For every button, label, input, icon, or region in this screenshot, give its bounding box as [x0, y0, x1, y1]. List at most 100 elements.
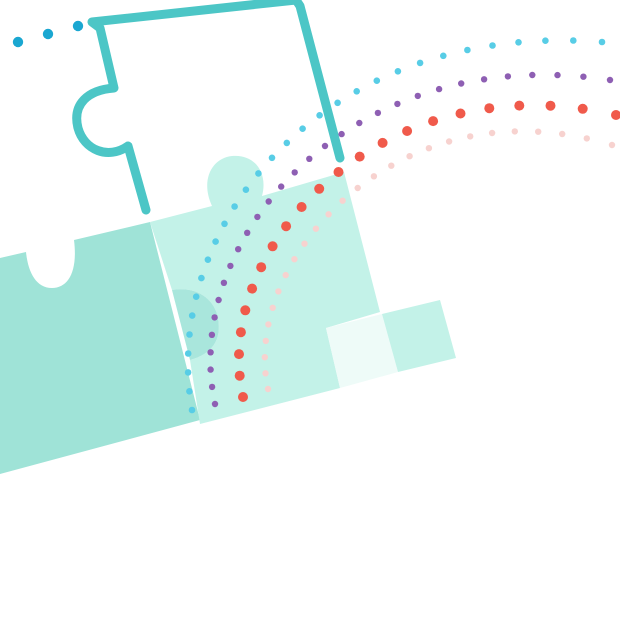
trail-dot-cyan — [570, 37, 577, 44]
trail-dot-red — [281, 221, 292, 232]
trail-dot-cyan — [221, 220, 228, 228]
trail-dot-pink — [282, 271, 289, 279]
trail-dot-blue — [72, 20, 84, 32]
trail-dot-red — [428, 116, 439, 127]
trail-dot-cyan — [373, 77, 381, 84]
trail-dot-purple — [291, 169, 298, 176]
trail-dot-purple — [321, 142, 329, 150]
trail-dot-cyan — [255, 170, 262, 177]
trail-dot-pink — [354, 184, 361, 192]
trail-dot-red — [484, 103, 495, 114]
trail-dot-red — [611, 110, 620, 120]
trail-dot-pink — [262, 370, 269, 377]
trail-dot-cyan — [198, 274, 205, 282]
puzzle-tab-shade — [172, 289, 219, 360]
trail-dot-pink — [264, 385, 272, 393]
trail-dot-pink — [488, 129, 496, 137]
trail-dot-cyan — [268, 154, 276, 162]
trail-dot-pink — [406, 153, 413, 160]
trail-dot-cyan — [212, 238, 219, 245]
trail-dot-cyan — [188, 312, 196, 319]
trail-dot-pink — [608, 141, 616, 149]
trail-dot-purple — [458, 80, 465, 87]
trail-dot-purple — [606, 76, 614, 84]
trail-dot-cyan — [204, 256, 212, 264]
trail-dot-red — [333, 167, 344, 177]
trail-dot-purple — [208, 331, 216, 338]
trail-dot-pink — [275, 288, 282, 295]
trail-dot-blue — [12, 36, 24, 48]
trail-dot-cyan — [440, 52, 447, 60]
trail-dot-purple — [278, 183, 285, 190]
trail-dot-red — [235, 327, 246, 338]
trail-dot-cyan — [242, 186, 250, 193]
trail-dot-cyan — [598, 38, 606, 46]
trail-dot-pink — [535, 128, 542, 135]
trail-dot-pink — [467, 133, 474, 140]
trail-dot-cyan — [186, 331, 193, 338]
trail-dot-cyan — [394, 68, 402, 75]
trail-dot-purple — [554, 71, 561, 79]
trail-dot-red — [577, 103, 588, 114]
trail-dot-pink — [388, 162, 395, 169]
trail-dot-red — [314, 183, 325, 194]
puzzle-piece-center-icon — [150, 155, 380, 424]
trail-dot-red — [514, 100, 525, 111]
trail-dot-cyan — [316, 112, 323, 119]
puzzle-outline-icon — [72, 0, 345, 215]
trail-dot-purple — [220, 279, 228, 286]
trail-dot-pink — [291, 256, 298, 263]
trail-dot-cyan — [515, 39, 522, 46]
trail-dot-pink — [265, 321, 272, 328]
trail-dot-red — [354, 151, 365, 162]
trail-dot-purple — [208, 383, 216, 391]
trail-dot-purple — [580, 73, 587, 80]
trail-dot-purple — [211, 400, 219, 408]
trail-dot-pink — [559, 130, 566, 138]
trail-dot-purple — [374, 109, 382, 117]
puzzle-piece-left-icon — [0, 222, 200, 474]
trail-dot-red — [296, 202, 307, 212]
trail-dot-red — [247, 283, 258, 294]
trail-dot-cyan — [184, 350, 192, 357]
trail-dot-purple — [215, 296, 222, 304]
trail-dot-cyan — [334, 99, 341, 107]
trail-dot-cyan — [184, 369, 192, 376]
trail-dot-pink — [262, 337, 269, 345]
trail-dot-pink — [511, 128, 518, 135]
trail-dot-cyan — [542, 37, 549, 44]
trail-dot-purple — [414, 92, 421, 100]
trail-dot-purple — [338, 130, 345, 138]
trail-dot-red — [238, 392, 248, 402]
trail-dot-pink — [370, 173, 378, 180]
trail-dot-purple — [211, 314, 218, 321]
trail-dot-purple — [306, 155, 313, 162]
trail-dot-pink — [269, 304, 276, 311]
trail-dot-red — [455, 108, 466, 119]
trail-dot-red — [545, 100, 556, 111]
trail-dot-pink — [325, 211, 332, 218]
trail-dot-cyan — [186, 388, 193, 395]
trail-dot-purple — [254, 213, 261, 221]
trail-dot-cyan — [188, 406, 196, 414]
tile-mint — [382, 300, 456, 372]
trail-dot-blue — [42, 28, 54, 40]
trail-dot-cyan — [353, 88, 361, 95]
trail-dot-red — [267, 241, 278, 252]
trail-dot-pink — [445, 138, 453, 145]
dotted-trail-icon — [12, 20, 620, 414]
trail-dot-cyan — [299, 125, 306, 132]
trail-dot-purple — [394, 100, 401, 108]
trail-dot-purple — [356, 119, 363, 127]
trail-dot-cyan — [192, 293, 200, 301]
trail-dot-red — [402, 126, 413, 136]
trail-dot-red — [256, 262, 267, 273]
trail-dot-purple — [207, 349, 214, 356]
trail-dot-purple — [227, 262, 234, 270]
trail-dot-purple — [529, 71, 536, 79]
trail-dot-pink — [583, 135, 590, 142]
trail-dot-purple — [244, 229, 251, 236]
trail-dot-red — [234, 370, 245, 381]
trail-dot-cyan — [489, 42, 496, 49]
